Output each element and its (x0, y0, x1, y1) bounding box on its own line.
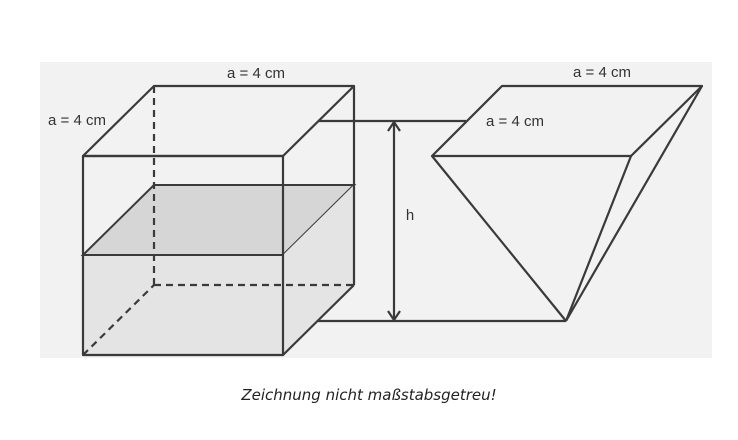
pyramid-top-edge-label: a = 4 cm (573, 64, 631, 81)
pyramid (430, 84, 704, 322)
height-label: h (406, 207, 414, 224)
pyramid-edge-back (565, 85, 703, 322)
water-side-face (283, 185, 354, 355)
pyramid-edge-front (564, 155, 633, 322)
cube (80, 84, 357, 357)
water-front-face (83, 255, 283, 355)
scale-disclaimer-caption: Zeichnung nicht maßstabsgetreu! (241, 386, 497, 404)
hidden-left-bottom-edge (82, 284, 155, 356)
cube-depth-edge-label: a = 4 cm (48, 112, 106, 129)
height-arrow-down (387, 310, 401, 322)
height-dimension: h (318, 119, 566, 323)
pyramid-edge-left (431, 155, 567, 322)
height-arrow-up (387, 120, 401, 132)
pyramid-depth-edge-label: a = 4 cm (486, 113, 544, 130)
cube-top-edge-label: a = 4 cm (227, 65, 285, 82)
cube-front-face (81, 154, 285, 357)
